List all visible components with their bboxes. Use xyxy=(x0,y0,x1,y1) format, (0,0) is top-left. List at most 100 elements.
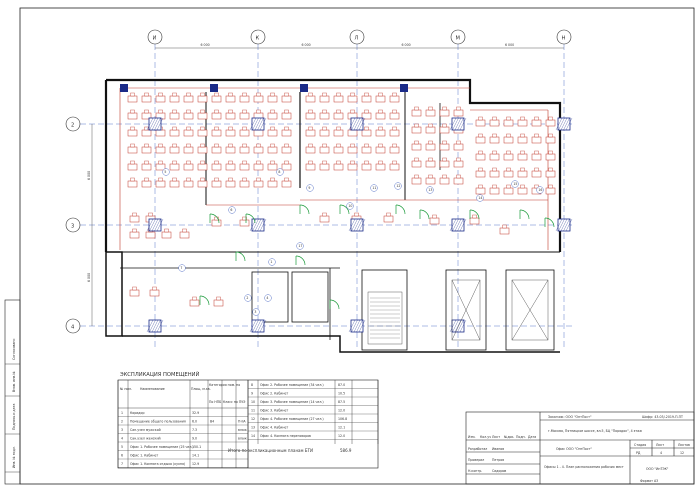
axis-label-col: И xyxy=(153,36,157,42)
table-cell: В4 xyxy=(210,420,214,424)
desk xyxy=(129,231,140,239)
column-hatch xyxy=(356,218,363,232)
dimension-text: 6 000 xyxy=(402,43,411,47)
table-header: Класс по ПУЭ xyxy=(223,400,246,404)
table-header: № пом. xyxy=(120,387,132,391)
chair xyxy=(186,126,191,131)
desk xyxy=(545,136,556,144)
tb-role: Разработал xyxy=(468,447,487,451)
room-marker-label: 10 xyxy=(348,204,352,208)
table-cell: Офис 1. Кабинет xyxy=(130,454,158,458)
desk xyxy=(517,187,528,195)
desk xyxy=(517,119,528,127)
chair xyxy=(336,109,341,114)
chair xyxy=(242,109,247,114)
title-block xyxy=(465,411,695,485)
desk xyxy=(517,136,528,144)
left-margin-strip xyxy=(4,299,21,485)
chair xyxy=(520,133,525,138)
chair xyxy=(148,212,153,217)
column-hatch xyxy=(457,319,464,333)
chair xyxy=(506,167,511,172)
chair xyxy=(520,167,525,172)
table-cell: Офис 4. Кабинет xyxy=(260,426,288,430)
desk xyxy=(439,126,450,134)
column-hatch xyxy=(351,117,358,131)
desk xyxy=(149,289,160,297)
chair xyxy=(186,109,191,114)
tb-name: Иванов xyxy=(492,447,504,451)
column-hatch xyxy=(154,319,161,333)
column-hatch xyxy=(151,218,159,232)
tb-column-head: Изм. xyxy=(468,435,476,439)
desk xyxy=(253,146,264,154)
door-swing xyxy=(395,204,406,215)
chair xyxy=(322,160,327,165)
chair xyxy=(242,160,247,165)
tb-project: Офис ООО "ОптПост" xyxy=(556,447,592,451)
desk xyxy=(225,163,236,171)
desk xyxy=(211,146,222,154)
chair xyxy=(520,116,525,121)
desk xyxy=(239,219,250,227)
column-hatch xyxy=(149,218,156,232)
chair xyxy=(284,177,289,182)
chair xyxy=(534,184,539,189)
column-hatch xyxy=(254,117,262,131)
room-marker-label: 3 xyxy=(254,310,256,314)
desk xyxy=(375,129,386,137)
room-marker-label: 9 xyxy=(308,186,310,190)
chair xyxy=(322,92,327,97)
chair xyxy=(130,160,135,165)
room-marker xyxy=(296,242,304,250)
chair xyxy=(322,109,327,114)
chair xyxy=(548,116,553,121)
chair xyxy=(308,143,313,148)
margin-label: Согласовано xyxy=(12,339,16,360)
desk xyxy=(225,180,236,188)
column-hatch xyxy=(257,319,264,333)
chair xyxy=(428,174,433,179)
table-cell: 87.5 xyxy=(338,400,345,404)
chair xyxy=(336,143,341,148)
table-cell: 12.1 xyxy=(338,426,345,430)
room-marker xyxy=(346,202,354,210)
door-swing xyxy=(199,295,210,306)
chair xyxy=(414,106,419,111)
desk xyxy=(517,153,528,161)
desk xyxy=(503,136,514,144)
desk xyxy=(211,112,222,120)
chair xyxy=(520,184,525,189)
table-cell: 12 xyxy=(251,417,255,421)
chair xyxy=(284,143,289,148)
chair xyxy=(256,109,261,114)
desk xyxy=(503,170,514,178)
chair xyxy=(186,143,191,148)
axis-bubble-col xyxy=(147,29,163,45)
red-partitions xyxy=(119,87,549,250)
dimension-text: 6 000 xyxy=(87,273,91,282)
desk xyxy=(145,231,156,239)
chair xyxy=(270,143,275,148)
desk xyxy=(267,129,278,137)
desk xyxy=(389,95,400,103)
margin-label: Взам. инв.№ xyxy=(12,371,16,392)
tb-stage: РД xyxy=(636,451,641,455)
chair xyxy=(242,92,247,97)
chair xyxy=(308,109,313,114)
chair xyxy=(378,160,383,165)
chair xyxy=(164,228,169,233)
column-hatch xyxy=(563,117,570,131)
chair xyxy=(214,160,219,165)
column-hatch xyxy=(555,117,563,131)
desk xyxy=(453,109,464,117)
axis-label-col: Н xyxy=(562,36,566,42)
chair xyxy=(144,92,149,97)
desk xyxy=(211,95,222,103)
room-marker-label: 16 xyxy=(538,188,542,192)
desk xyxy=(453,160,464,168)
chair xyxy=(228,160,233,165)
desk xyxy=(545,170,556,178)
desk xyxy=(333,112,344,120)
